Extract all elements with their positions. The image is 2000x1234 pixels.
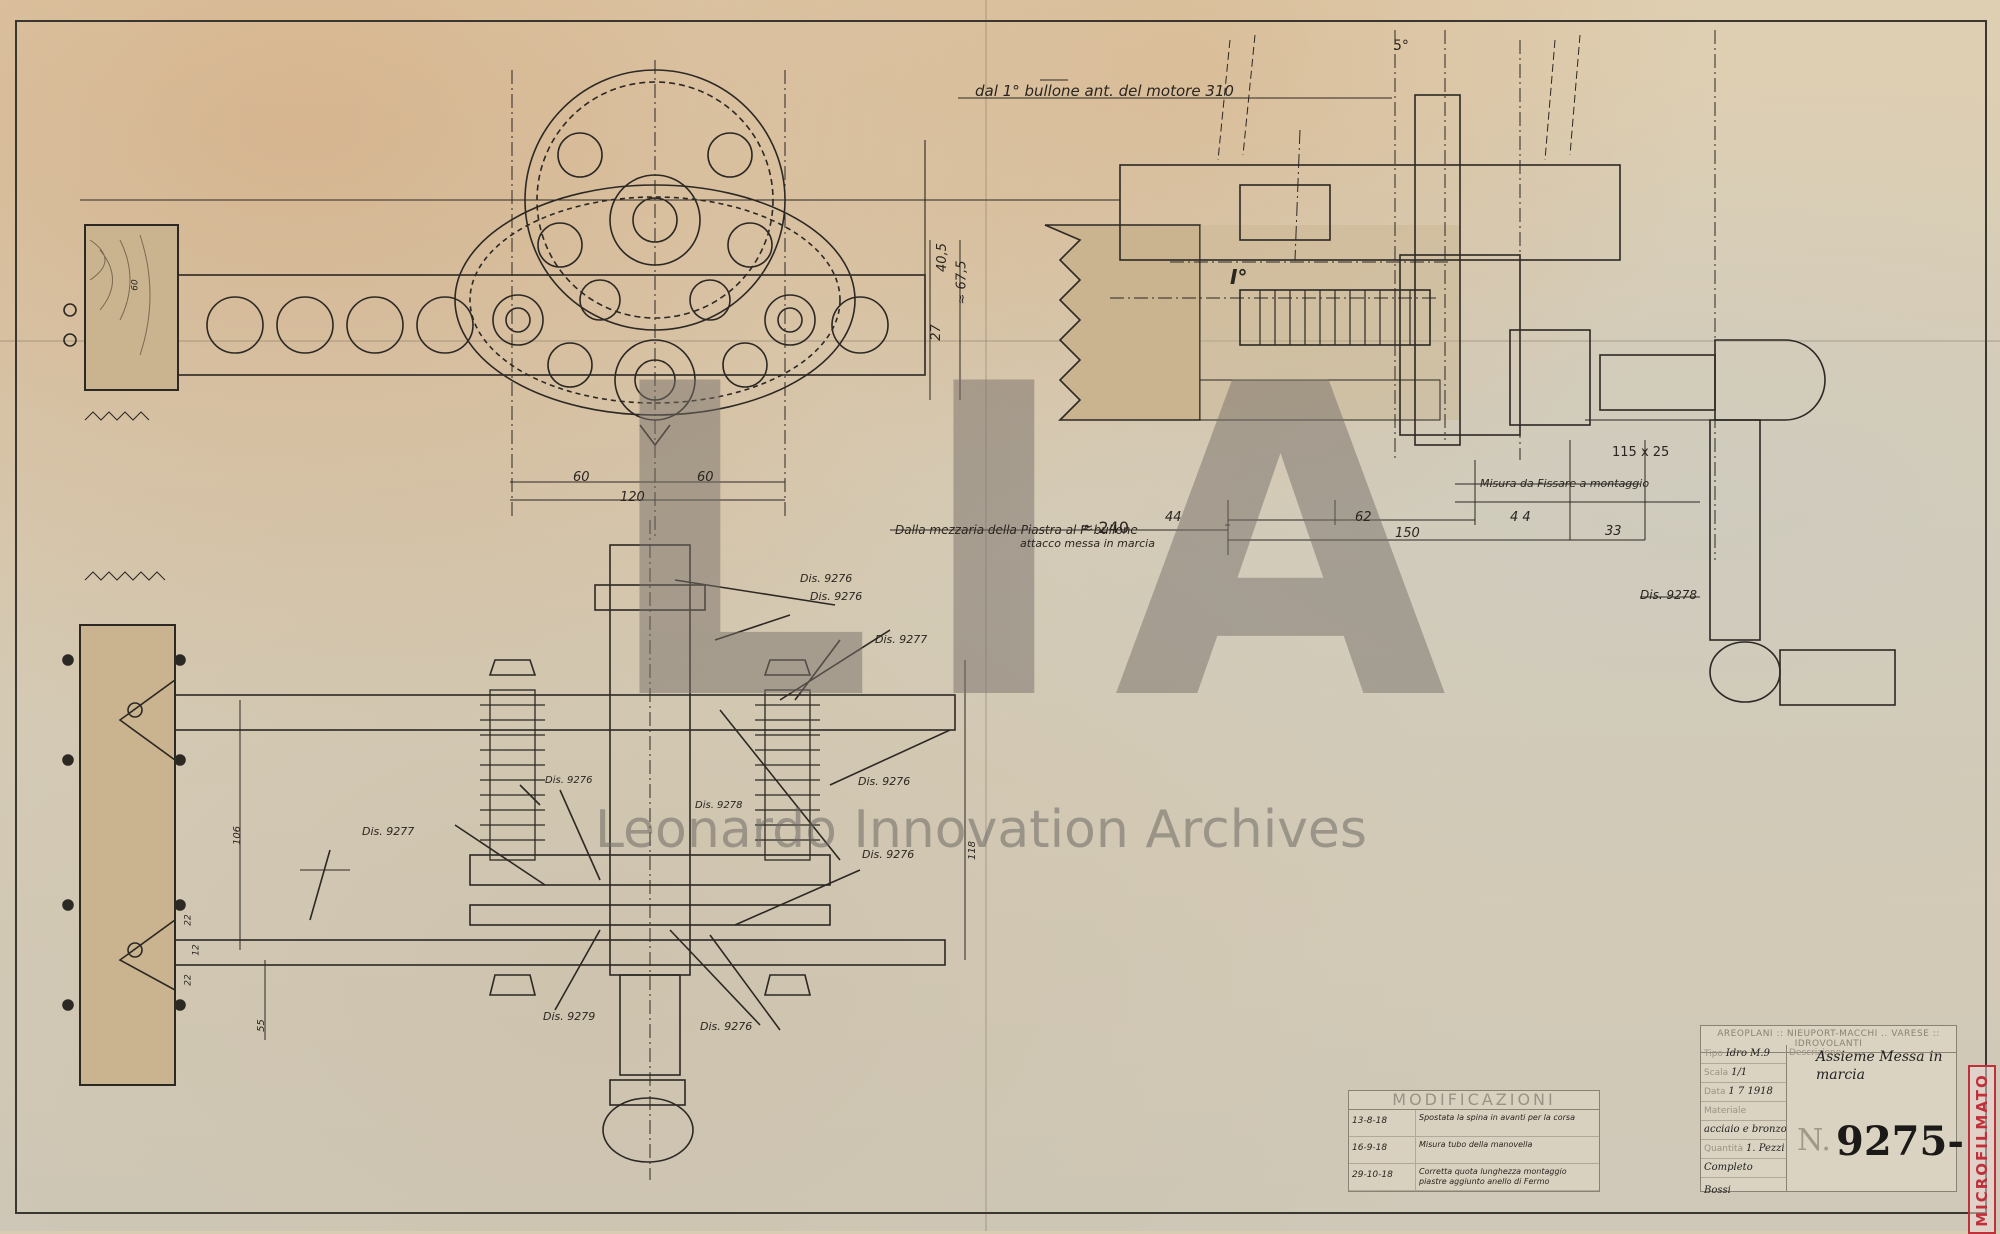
reference-dis-9276: Dis. 9276 — [800, 572, 853, 585]
fold-line-vertical — [985, 0, 987, 1231]
drawing-number: 9275- — [1836, 1118, 1964, 1165]
scala-label: Scala — [1704, 1068, 1729, 1078]
data-label: Data — [1704, 1087, 1726, 1097]
reference-dis-9277: Dis. 9277 — [875, 633, 928, 646]
dimension-44: 4 4 — [1510, 510, 1531, 525]
signature: Bossi — [1704, 1185, 1731, 1196]
dimension-120: 120 — [620, 490, 645, 505]
reference-dis-9278: Dis. 9278 — [695, 800, 743, 811]
quantita-label: Quantità — [1704, 1144, 1744, 1154]
tipo-label: Tipo — [1704, 1049, 1723, 1059]
dimension-40-5: 40,5 — [934, 243, 950, 272]
scala-value: 1/1 — [1731, 1067, 1748, 1078]
dimension-62: 62 — [1355, 510, 1372, 525]
microfilm-stamp-text: MICROFILMATO — [1973, 1072, 1991, 1227]
dimension-12: 12 — [191, 944, 202, 956]
reference-dis-9276: Dis. 9276 — [862, 848, 915, 861]
reference-dis-9277: Dis. 9277 — [362, 825, 415, 838]
dimension-22: 22 — [183, 974, 194, 986]
descrizione-value: Assieme Messa in marcia — [1816, 1049, 1943, 1083]
modification-date: 13-8-18 — [1349, 1110, 1416, 1136]
tube-size-label: 115 x 25 — [1612, 445, 1670, 460]
dimension-44: 44 — [1165, 510, 1182, 525]
completo-value: Completo — [1704, 1162, 1753, 1173]
fold-line-horizontal — [0, 340, 2000, 342]
right-view — [1044, 30, 1896, 706]
dimension-22: 22 — [183, 914, 194, 926]
modifications-header: MODIFICAZIONI — [1349, 1091, 1599, 1110]
modification-date: 29-10-18 — [1349, 1164, 1416, 1190]
quantita-value: 1. Pezzi — [1745, 1143, 1785, 1154]
modification-text: Corretta quota lunghezza montaggio piast… — [1419, 1167, 1567, 1186]
dimension-60: 60 — [697, 470, 714, 485]
numero-label: N. — [1797, 1123, 1831, 1158]
dimension-106: 106 — [232, 825, 244, 846]
plate-reference-note-2: attacco messa in marcia — [1020, 537, 1155, 550]
microfilm-stamp: MICROFILMATO — [1968, 1065, 1996, 1234]
tipo-value: Idro M.9 — [1725, 1048, 1770, 1059]
bottom-left-view — [62, 520, 966, 1180]
drawing-frame — [15, 20, 1987, 1214]
reference-dis-9276: Dis. 9276 — [545, 775, 593, 786]
dimension-60: 60 — [573, 470, 590, 485]
dimension-150: 150 — [1395, 526, 1420, 541]
dimension-27: 27 — [928, 324, 944, 341]
data-value: 1 7 1918 — [1728, 1086, 1773, 1097]
descrizione-label: Descrizione — [1789, 1048, 1842, 1058]
modification-date: 16-9-18 — [1349, 1137, 1416, 1163]
materiale-label: Materiale — [1704, 1106, 1747, 1116]
top-left-view — [63, 60, 961, 540]
dimension-lines — [80, 79, 1720, 871]
materiale-value: acciaio e bronzo — [1704, 1124, 1786, 1135]
motor-reference-note: dal 1° bullone ant. del motore 310 — [975, 82, 1234, 100]
dimension-118: 118 — [967, 840, 979, 861]
company-header: AREOPLANI :: NIEUPORT-MACCHI .. VARESE :… — [1701, 1026, 1956, 1053]
reference-dis-9279: Dis. 9279 — [543, 1010, 596, 1023]
dimension-60-wood: 60 — [130, 279, 141, 291]
reference-dis-9276: Dis. 9276 — [700, 1020, 753, 1033]
modification-text: Spostata la spina in avanti per la corsa — [1419, 1113, 1575, 1122]
dimension-67-5: ≈ 67,5 — [954, 260, 970, 305]
dimension-33: 33 — [1605, 524, 1622, 539]
angle-label: 5° — [1393, 38, 1409, 54]
plate-reference-note: Dalla mezzaria della Piastra al I° bullo… — [895, 523, 1138, 537]
mount-measure-note: Misura da Fissare a montaggio — [1480, 477, 1650, 490]
plate-reference-value: ≈ 240 — [1080, 518, 1130, 537]
reference-dis-9278: Dis. 9278 — [1640, 588, 1697, 602]
part-label-I: I° — [1230, 265, 1248, 289]
dimension-55: 55 — [255, 1019, 267, 1032]
reference-dis-9276: Dis. 9276 — [858, 775, 911, 788]
modification-text: Misura tubo della manovella — [1419, 1140, 1533, 1149]
reference-dis-9276: Dis. 9276 — [810, 590, 863, 603]
title-block: AREOPLANI :: NIEUPORT-MACCHI .. VARESE :… — [1700, 1025, 1964, 1196]
